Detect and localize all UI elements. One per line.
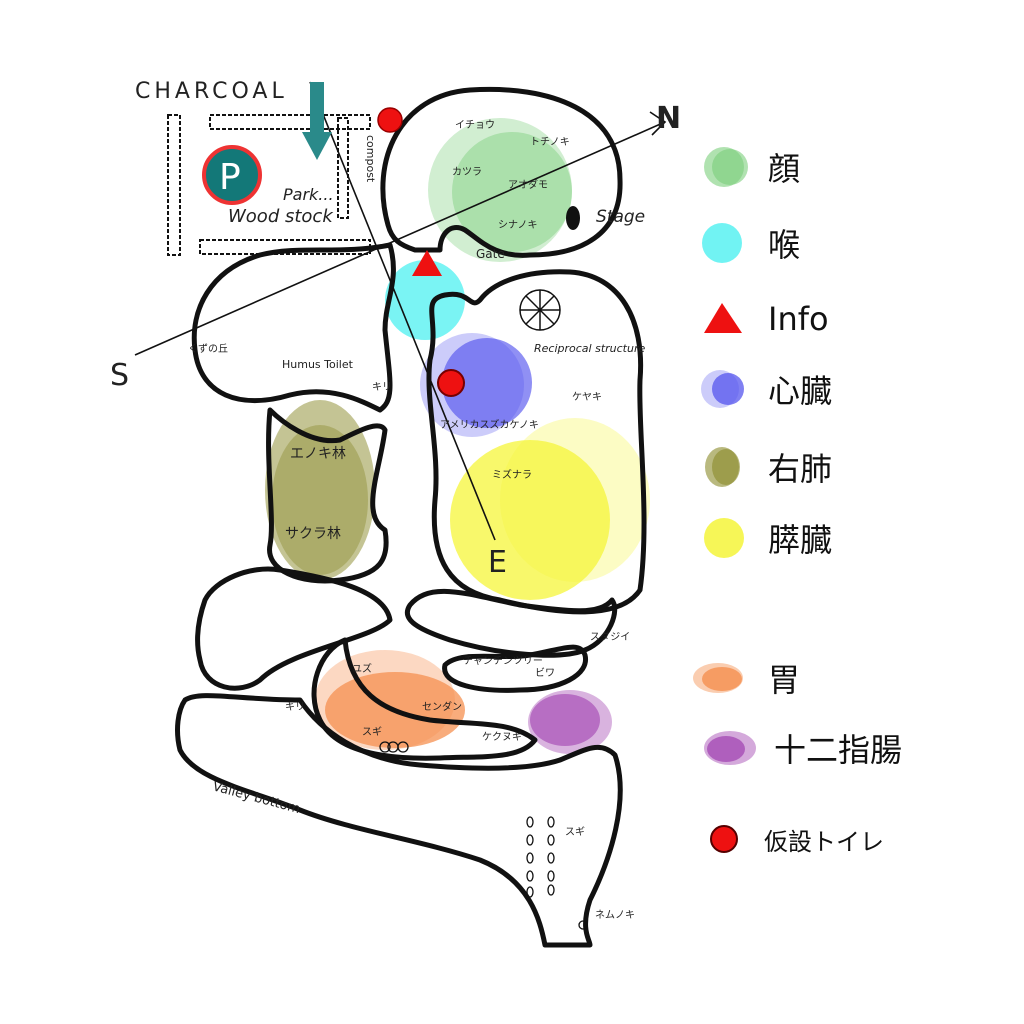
parking-label: P bbox=[219, 157, 241, 198]
circle-swatch-icon bbox=[705, 447, 740, 487]
label-reciprocal: Reciprocal structure bbox=[534, 342, 645, 355]
lung-zone-inner bbox=[272, 425, 368, 575]
label-compost: compost bbox=[364, 135, 377, 183]
tree-label: チャンチンツリー bbox=[463, 655, 543, 667]
legend-item-toilet: 仮設トイレ bbox=[700, 817, 884, 861]
legend-label: Info bbox=[768, 300, 829, 338]
compass-south: S bbox=[110, 358, 129, 393]
circle-swatch-icon bbox=[704, 147, 748, 187]
tree-label: くずの丘 bbox=[188, 343, 228, 355]
tree-label: スギ bbox=[565, 826, 585, 838]
tree-label: エノキ林 bbox=[290, 446, 346, 462]
zones bbox=[265, 118, 650, 754]
parking-icon bbox=[202, 145, 262, 205]
pancreas-zone bbox=[450, 440, 610, 600]
tree-label: ミズナラ bbox=[492, 468, 532, 481]
legend-item-duodenum: 十二指腸 bbox=[700, 726, 902, 770]
tree-label: アメリカスズカケノキ bbox=[440, 418, 539, 431]
legend-label: 心臓 bbox=[768, 372, 833, 410]
label-valley: Valley bottom bbox=[211, 779, 302, 817]
mid-left-outline bbox=[195, 566, 393, 691]
tree-label: アオダモ bbox=[508, 178, 548, 191]
compass-east: E bbox=[488, 545, 507, 580]
ellipse-swatch-icon bbox=[704, 731, 756, 765]
legend-label: 膵臓 bbox=[768, 521, 833, 559]
legend-item-pancreas: 膵臓 bbox=[700, 516, 832, 560]
tree-label: トチノキ bbox=[530, 136, 570, 148]
lung-zone bbox=[265, 400, 375, 580]
legend-item-right-lung: 右肺 bbox=[700, 445, 832, 489]
compass-line bbox=[134, 81, 667, 541]
toilet-marker-icon[interactable] bbox=[377, 107, 403, 133]
wheel-icon bbox=[519, 289, 561, 331]
lung-outline bbox=[266, 407, 389, 584]
legend-label: 喉 bbox=[768, 226, 801, 264]
tree-label: ビワ bbox=[535, 667, 555, 679]
legend-label: 胃 bbox=[768, 661, 801, 699]
face-zone bbox=[428, 118, 572, 262]
tree-label: シナノキ bbox=[498, 219, 538, 231]
tree-label: サクラ林 bbox=[285, 526, 341, 542]
parking-rows bbox=[167, 114, 371, 256]
circle-swatch-icon bbox=[702, 223, 742, 263]
tree-label: ユズ bbox=[352, 662, 372, 675]
label-humus: Humus Toilet bbox=[282, 358, 354, 371]
throat-zone bbox=[385, 260, 465, 340]
pancreas-zone-outer bbox=[500, 418, 650, 582]
tree-label: スダジイ bbox=[590, 630, 630, 643]
label-stage: Stage bbox=[596, 207, 645, 227]
legend-item-throat: 喉 bbox=[700, 221, 800, 265]
left-area-outline bbox=[191, 242, 396, 413]
toilet-marker-icon[interactable] bbox=[437, 369, 465, 397]
tree-label: ケヤキ bbox=[572, 391, 602, 403]
legend-item-face: 顔 bbox=[700, 145, 800, 189]
info-marker-icon[interactable] bbox=[412, 250, 442, 276]
tree-label: キリ bbox=[372, 382, 392, 393]
tree-markers bbox=[379, 741, 588, 930]
legend-item-heart: 心臓 bbox=[700, 367, 832, 411]
tree-label: ケクヌギ bbox=[482, 731, 522, 743]
stage-marker-icon bbox=[566, 206, 580, 230]
legend-label: 右肺 bbox=[768, 450, 833, 488]
tree-label: キリ bbox=[285, 702, 305, 713]
lower-area-outline bbox=[175, 693, 623, 948]
legend-label: 仮設トイレ bbox=[764, 827, 884, 856]
legend-item-info: Info bbox=[700, 297, 829, 341]
tree-label: ネムノキ bbox=[595, 909, 635, 921]
triangle-swatch-icon bbox=[704, 303, 742, 333]
tree-label: カツラ bbox=[452, 166, 482, 178]
mid-right-outline bbox=[405, 588, 618, 658]
label-gate: Gate bbox=[476, 247, 505, 261]
ellipse-swatch-icon bbox=[693, 663, 743, 693]
legend-label: 十二指腸 bbox=[774, 731, 903, 769]
legend-label: 顔 bbox=[768, 150, 801, 188]
dot-swatch-icon bbox=[710, 825, 738, 853]
stomach-outline bbox=[311, 637, 538, 761]
entrance-arrow-icon bbox=[302, 82, 332, 160]
label-woodstock: Wood stock bbox=[228, 206, 334, 227]
circle-swatch-icon bbox=[701, 370, 744, 408]
upper-branch-outline bbox=[442, 644, 588, 693]
circle-swatch-icon bbox=[704, 518, 744, 558]
tree-label: イチョウ bbox=[455, 119, 495, 131]
top-area-outline bbox=[380, 86, 623, 258]
legend-item-stomach: 胃 bbox=[690, 656, 800, 700]
top-label: CHARCOAL bbox=[135, 79, 288, 104]
face-zone-inner bbox=[452, 132, 572, 252]
tree-label: スギ bbox=[362, 726, 382, 738]
duodenum-zone-inner bbox=[530, 694, 600, 746]
right-area-outline bbox=[426, 269, 647, 615]
tree-labels: イチョウ トチノキ カツラ アオダモ シナノキ くずの丘 キリ ケヤキ アメリカ… bbox=[188, 119, 635, 921]
tree-label: センダン bbox=[422, 700, 462, 713]
heart-zone-inner bbox=[442, 338, 532, 428]
label-park: Park... bbox=[283, 185, 334, 204]
compass-north: N bbox=[656, 101, 681, 136]
area-outlines bbox=[175, 86, 647, 948]
